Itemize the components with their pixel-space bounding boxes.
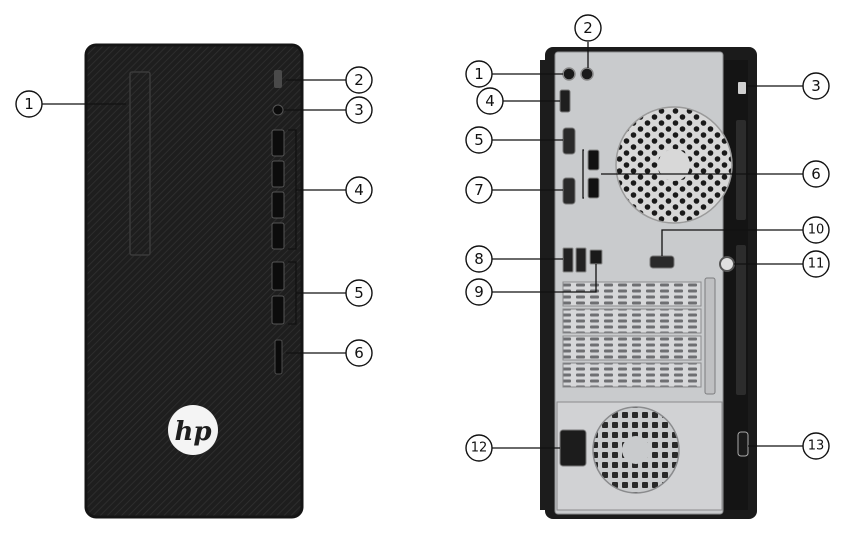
- rear-callout-lines: [491, 42, 803, 449]
- svg-text:11: 11: [808, 257, 825, 272]
- rear-view: [540, 47, 757, 519]
- front-callouts: 1 2 3 4 5 6: [15, 66, 373, 367]
- rear-callout-9: 9: [465, 278, 493, 306]
- power-button[interactable]: [274, 70, 282, 88]
- rear-callouts: 1 2 3 4 5 6 7 8 9 10 11 12 13: [465, 14, 830, 462]
- svg-text:7: 7: [474, 181, 484, 199]
- padlock-loop[interactable]: [719, 256, 735, 272]
- rear-callout-13: 13: [802, 432, 830, 460]
- optional-serial-port[interactable]: [649, 255, 675, 269]
- svg-text:8: 8: [474, 250, 484, 268]
- svg-text:1: 1: [24, 95, 34, 113]
- side-rail-slot-2: [736, 245, 746, 395]
- usbc-port[interactable]: [737, 431, 749, 457]
- rear-callout-5: 5: [465, 126, 493, 154]
- expansion-slot: [562, 281, 702, 307]
- rear-callout-11: 11: [802, 250, 830, 278]
- rear-callout-2: 2: [574, 14, 602, 42]
- audio-jack-1[interactable]: [562, 67, 576, 81]
- power-connector[interactable]: [559, 429, 587, 467]
- expansion-slot: [562, 335, 702, 361]
- svg-text:12: 12: [471, 441, 488, 456]
- front-usb-ports-group-5: [271, 261, 285, 325]
- slot-latch: [704, 277, 716, 395]
- svg-text:1: 1: [474, 65, 484, 83]
- card-reader-slot[interactable]: [274, 339, 283, 375]
- expansion-slots: [562, 277, 716, 395]
- rear-callout-10: 10: [802, 216, 830, 244]
- svg-text:9: 9: [474, 283, 484, 301]
- front-callout-1: 1: [15, 90, 43, 118]
- rear-callout-4: 4: [476, 87, 504, 115]
- hp-logo: hp: [168, 405, 218, 455]
- svg-text:10: 10: [808, 223, 825, 238]
- rear-callout-12: 12: [465, 434, 493, 462]
- rear-callout-6: 6: [802, 160, 830, 188]
- svg-text:4: 4: [485, 92, 495, 110]
- io-edge: [540, 60, 554, 510]
- front-callout-lines: [42, 79, 346, 354]
- front-callout-6: 6: [345, 339, 373, 367]
- front-view: hp: [84, 43, 304, 519]
- displayport-2[interactable]: [587, 177, 600, 199]
- svg-text:4: 4: [354, 181, 364, 199]
- front-callout-5: 5: [345, 279, 373, 307]
- rear-callout-7: 7: [465, 176, 493, 204]
- rear-usb-1[interactable]: [562, 247, 574, 273]
- front-callout-4: 4: [345, 176, 373, 204]
- front-case: [84, 43, 304, 519]
- audio-jack[interactable]: [272, 104, 284, 116]
- usb-port[interactable]: [271, 295, 285, 325]
- vga-port[interactable]: [562, 127, 576, 155]
- displayport-1[interactable]: [587, 149, 600, 171]
- svg-text:3: 3: [354, 101, 364, 119]
- expansion-slot: [562, 308, 702, 334]
- svg-text:5: 5: [354, 284, 364, 302]
- svg-text:5: 5: [474, 131, 484, 149]
- lock-slot[interactable]: [738, 82, 746, 94]
- svg-text:6: 6: [811, 165, 821, 183]
- optical-drive-bay: [129, 71, 151, 256]
- usb-port[interactable]: [271, 160, 285, 188]
- hp-logo-text: hp: [174, 417, 211, 447]
- svg-text:13: 13: [808, 439, 825, 454]
- svg-text:6: 6: [354, 344, 364, 362]
- rear-usb-2[interactable]: [575, 247, 587, 273]
- audio-jack-2[interactable]: [580, 67, 594, 81]
- rear-callout-1: 1: [465, 60, 493, 88]
- svg-text:2: 2: [583, 19, 593, 37]
- psu-fan-hub: [622, 436, 650, 464]
- expansion-slot: [562, 362, 702, 388]
- side-rail-slot: [736, 120, 746, 220]
- serial-port[interactable]: [562, 177, 576, 205]
- usb-port[interactable]: [271, 222, 285, 250]
- hdmi-port[interactable]: [559, 89, 571, 113]
- front-callout-3: 3: [345, 96, 373, 124]
- rj45-port[interactable]: [589, 249, 603, 265]
- rear-callout-8: 8: [465, 245, 493, 273]
- front-usb-ports-group-4: [271, 129, 285, 250]
- rear-callout-3: 3: [802, 72, 830, 100]
- svg-text:2: 2: [354, 71, 364, 89]
- svg-text:3: 3: [811, 77, 821, 95]
- usb-port[interactable]: [271, 261, 285, 291]
- front-callout-2: 2: [345, 66, 373, 94]
- rear-fan-hub: [658, 149, 690, 181]
- usb-port[interactable]: [271, 129, 285, 157]
- usb-port[interactable]: [271, 191, 285, 219]
